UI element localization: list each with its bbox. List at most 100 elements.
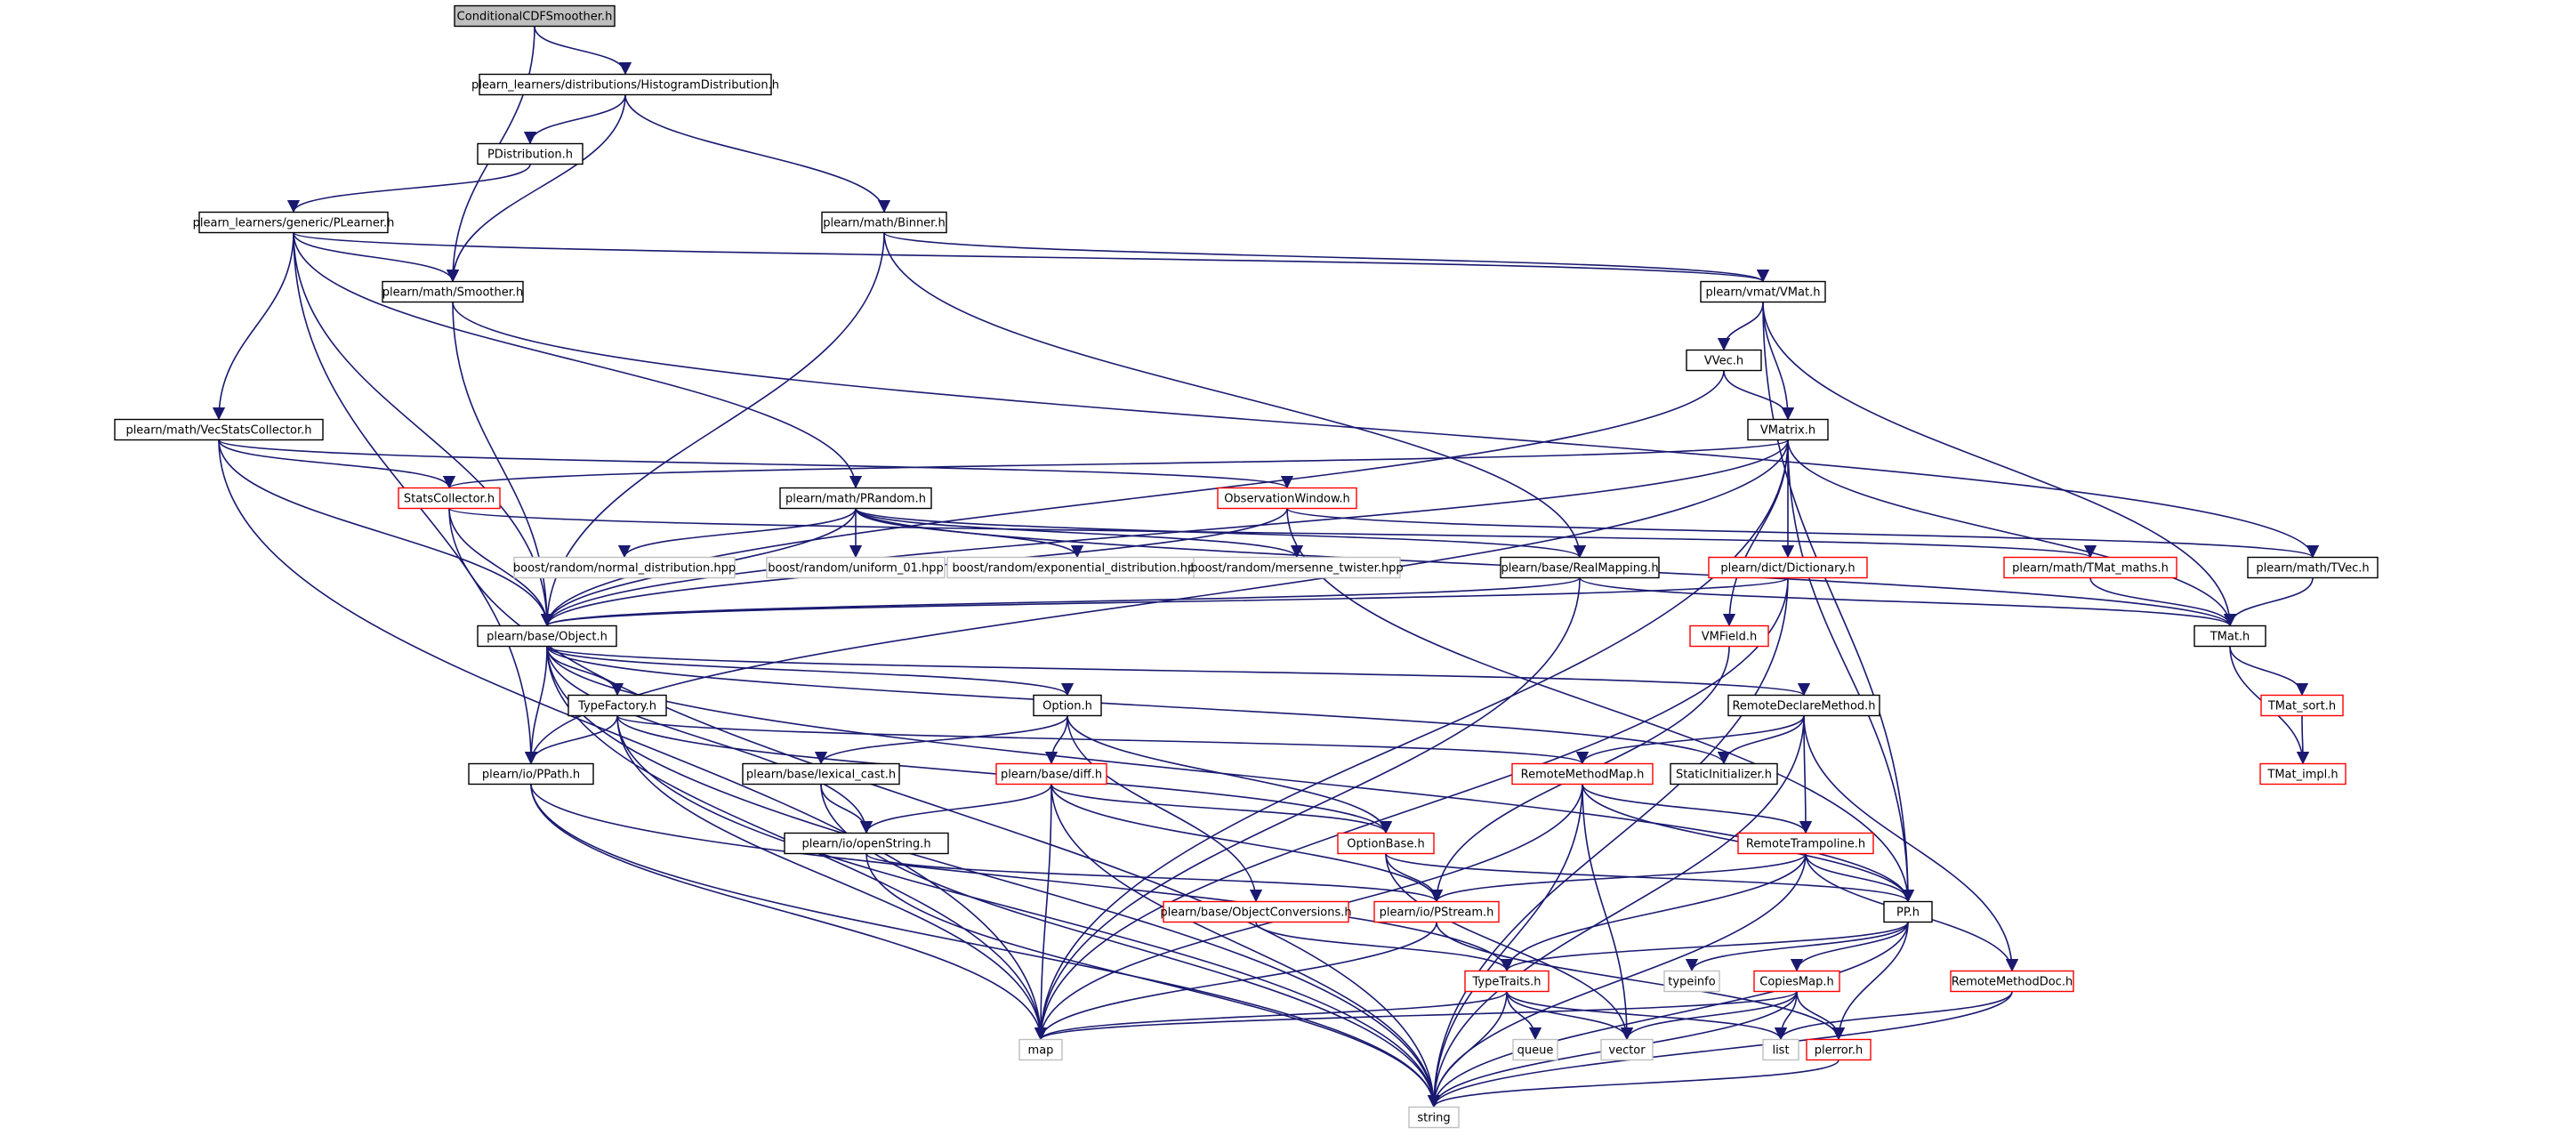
- node-box: [477, 624, 617, 648]
- node-box: [1163, 900, 1349, 923]
- node-label: boost/random/uniform_01.hpp: [768, 562, 944, 576]
- node-pp-h[interactable]: PP.h: [1883, 900, 1933, 923]
- node-pdistribution-h[interactable]: PDistribution.h: [477, 142, 584, 165]
- edge-typefactory-h-to-plearn-io-ppath-h: [524, 715, 618, 765]
- node-box: [1600, 1038, 1654, 1061]
- edge-typetraits-h-to-queue: [1506, 991, 1542, 1041]
- edge-remotemethodmap-h-to-string: [1427, 784, 1583, 1108]
- node-list: list: [1762, 1038, 1799, 1061]
- node-plearn-learners-distributions-histogramdistribution-h[interactable]: plearn_learners/distributions/HistogramD…: [471, 73, 779, 96]
- node-optionbase-h[interactable]: OptionBase.h: [1337, 832, 1435, 855]
- node-plerror-h[interactable]: plerror.h: [1806, 1038, 1872, 1061]
- edge-plearn-base-object-h-to-string: [546, 646, 1441, 1108]
- node-box: [454, 4, 616, 28]
- edge-plearn-vmat-vmat-h-to-vmatrix-h: [1762, 302, 1795, 421]
- node-plearn-learners-generic-plearner-h[interactable]: plearn_learners/generic/PLearner.h: [193, 211, 395, 234]
- edge-remotemethodmap-h-to-remotetrampoline-h: [1582, 784, 1813, 834]
- node-plearn-base-realmapping-h[interactable]: plearn/base/RealMapping.h: [1500, 556, 1660, 579]
- node-plearn-io-pstream-h[interactable]: plearn/io/PStream.h: [1373, 900, 1500, 923]
- node-conditionalcdfsmoother-h[interactable]: ConditionalCDFSmoother.h: [454, 4, 616, 28]
- node-plearn-dict-dictionary-h[interactable]: plearn/dict/Dictionary.h: [1708, 556, 1868, 579]
- node-box: [513, 556, 736, 579]
- node-boost-random-mersenne-twister-hpp: boost/random/mersenne_twister.hpp: [1190, 556, 1404, 579]
- node-plearn-math-smoother-h[interactable]: plearn/math/Smoother.h: [382, 280, 524, 303]
- node-tmat-impl-h[interactable]: TMat_impl.h: [2259, 762, 2347, 786]
- node-label: plearn_learners/distributions/HistogramD…: [471, 79, 779, 93]
- edge-statscollector-h-to-string: [448, 508, 1441, 1108]
- node-label: plearn/base/diff.h: [1001, 769, 1102, 782]
- node-vmfield-h[interactable]: VMField.h: [1689, 624, 1769, 648]
- node-box: [779, 487, 932, 510]
- node-label: RemoteDeclareMethod.h: [1732, 700, 1875, 713]
- node-label: Option.h: [1042, 700, 1092, 713]
- edge-plearn-math-vecstatscollector-h-to-plearn-base-object-h: [218, 439, 554, 627]
- node-vvec-h[interactable]: VVec.h: [1686, 349, 1762, 372]
- node-label: plearn_learners/generic/PLearner.h: [193, 217, 395, 230]
- node-plearn-base-diff-h[interactable]: plearn/base/diff.h: [995, 762, 1107, 786]
- edge-vmatrix-h-to-pp-h: [1787, 439, 1915, 903]
- node-box: [821, 211, 947, 234]
- node-plearn-vmat-vmat-h[interactable]: plearn/vmat/VMat.h: [1700, 280, 1826, 303]
- node-plearn-base-object-h[interactable]: plearn/base/Object.h: [477, 624, 617, 648]
- edge-remotetrampoline-h-to-plearn-io-pstream-h: [1429, 853, 1807, 903]
- node-label: PDistribution.h: [487, 149, 573, 162]
- node-typetraits-h[interactable]: TypeTraits.h: [1464, 970, 1550, 993]
- node-vmatrix-h[interactable]: VMatrix.h: [1747, 418, 1829, 441]
- edge-plearn-learners-distributions-histogramdistribution-h-to-pdistribution-h: [523, 94, 626, 145]
- node-plearn-io-openstring-h[interactable]: plearn/io/openString.h: [784, 832, 949, 855]
- node-remotemethoddoc-h[interactable]: RemoteMethodDoc.h: [1950, 970, 2074, 993]
- edge-plearn-learners-generic-plearner-h-to-plearn-math-vecstatscollector-h: [212, 232, 294, 421]
- node-label: RemoteMethodMap.h: [1521, 769, 1645, 782]
- edge-typetraits-h-to-map: [1034, 991, 1508, 1041]
- node-label: boost/random/exponential_distribution.hp…: [952, 562, 1202, 576]
- edge-copiesmap-h-to-vector: [1620, 991, 1798, 1041]
- edge-pp-h-to-plerror-h: [1831, 922, 1909, 1041]
- edge-plearn-base-object-h-to-staticinitializer-h: [546, 646, 1730, 765]
- node-remotedeclaremethod-h[interactable]: RemoteDeclareMethod.h: [1727, 694, 1880, 717]
- edge-remotedeclaremethod-h-to-remotemethoddoc-h: [1803, 715, 2019, 972]
- node-box: [468, 762, 594, 786]
- node-staticinitializer-h[interactable]: StaticInitializer.h: [1670, 762, 1778, 786]
- node-typefactory-h[interactable]: TypeFactory.h: [568, 694, 667, 717]
- node-remotemethodmap-h[interactable]: RemoteMethodMap.h: [1511, 762, 1654, 786]
- node-label: boost/random/mersenne_twister.hpp: [1190, 562, 1403, 576]
- edge-typefactory-h-to-string: [616, 715, 1441, 1108]
- node-observationwindow-h[interactable]: ObservationWindow.h: [1217, 487, 1357, 510]
- node-box: [766, 556, 946, 579]
- node-remotetrampoline-h[interactable]: RemoteTrampoline.h: [1737, 832, 1874, 855]
- node-plearn-math-tvec-h[interactable]: plearn/math/TVec.h: [2247, 556, 2379, 579]
- node-plearn-math-tmat-maths-h[interactable]: plearn/math/TMat_maths.h: [2003, 556, 2178, 579]
- node-tmat-h[interactable]: TMat.h: [2194, 624, 2266, 648]
- node-label: queue: [1517, 1044, 1554, 1058]
- edge-observationwindow-h-to-plearn-math-tvec-h: [1286, 507, 2319, 559]
- edge-vmatrix-h-to-plearn-base-object-h: [541, 439, 1789, 627]
- node-statscollector-h[interactable]: StatsCollector.h: [398, 487, 501, 510]
- node-plearn-math-prandom-h[interactable]: plearn/math/PRandom.h: [779, 487, 932, 510]
- edge-plearn-io-openstring-h-to-string: [865, 853, 1441, 1108]
- node-boost-random-normal-distribution-hpp: boost/random/normal_distribution.hpp: [513, 556, 736, 579]
- node-plearn-io-ppath-h[interactable]: plearn/io/PPath.h: [468, 762, 594, 786]
- edge-plearn-base-diff-h-to-optionbase-h: [1051, 784, 1393, 834]
- edge-remotemethodmap-h-to-vector: [1582, 784, 1634, 1041]
- node-label: OptionBase.h: [1347, 838, 1424, 851]
- node-box: [1689, 624, 1769, 648]
- node-copiesmap-h[interactable]: CopiesMap.h: [1753, 970, 1840, 993]
- node-tmat-sort-h[interactable]: TMat_sort.h: [2260, 694, 2344, 717]
- edge-plearn-learners-generic-plearner-h-to-plearn-math-smoother-h: [293, 232, 460, 283]
- edge-plearn-vmat-vmat-h-to-tmat-h: [1762, 302, 2237, 627]
- node-label: boost/random/normal_distribution.hpp: [513, 562, 736, 576]
- edge-plearn-base-realmapping-h-to-tmat-h: [1579, 576, 2236, 627]
- edge-plearn-base-diff-h-to-string: [1051, 784, 1441, 1108]
- edge-plearn-math-tvec-h-to-tmat-h: [2223, 577, 2314, 627]
- node-plearn-base-lexical-cast-h[interactable]: plearn/base/lexical_cast.h: [742, 762, 900, 786]
- node-box: [1464, 970, 1550, 993]
- edge-typetraits-h-to-vector: [1506, 991, 1634, 1041]
- edge-optionbase-h-to-pp-h: [1385, 852, 1914, 903]
- node-plearn-math-binner-h[interactable]: plearn/math/Binner.h: [821, 211, 947, 234]
- node-option-h[interactable]: Option.h: [1033, 694, 1102, 717]
- node-plearn-math-vecstatscollector-h[interactable]: plearn/math/VecStatsCollector.h: [114, 418, 324, 441]
- node-box: [1018, 1038, 1063, 1061]
- node-plearn-base-objectconversions-h[interactable]: plearn/base/ObjectConversions.h: [1160, 900, 1352, 923]
- edge-plearn-base-diff-h-to-plearn-io-pstream-h: [1051, 784, 1444, 903]
